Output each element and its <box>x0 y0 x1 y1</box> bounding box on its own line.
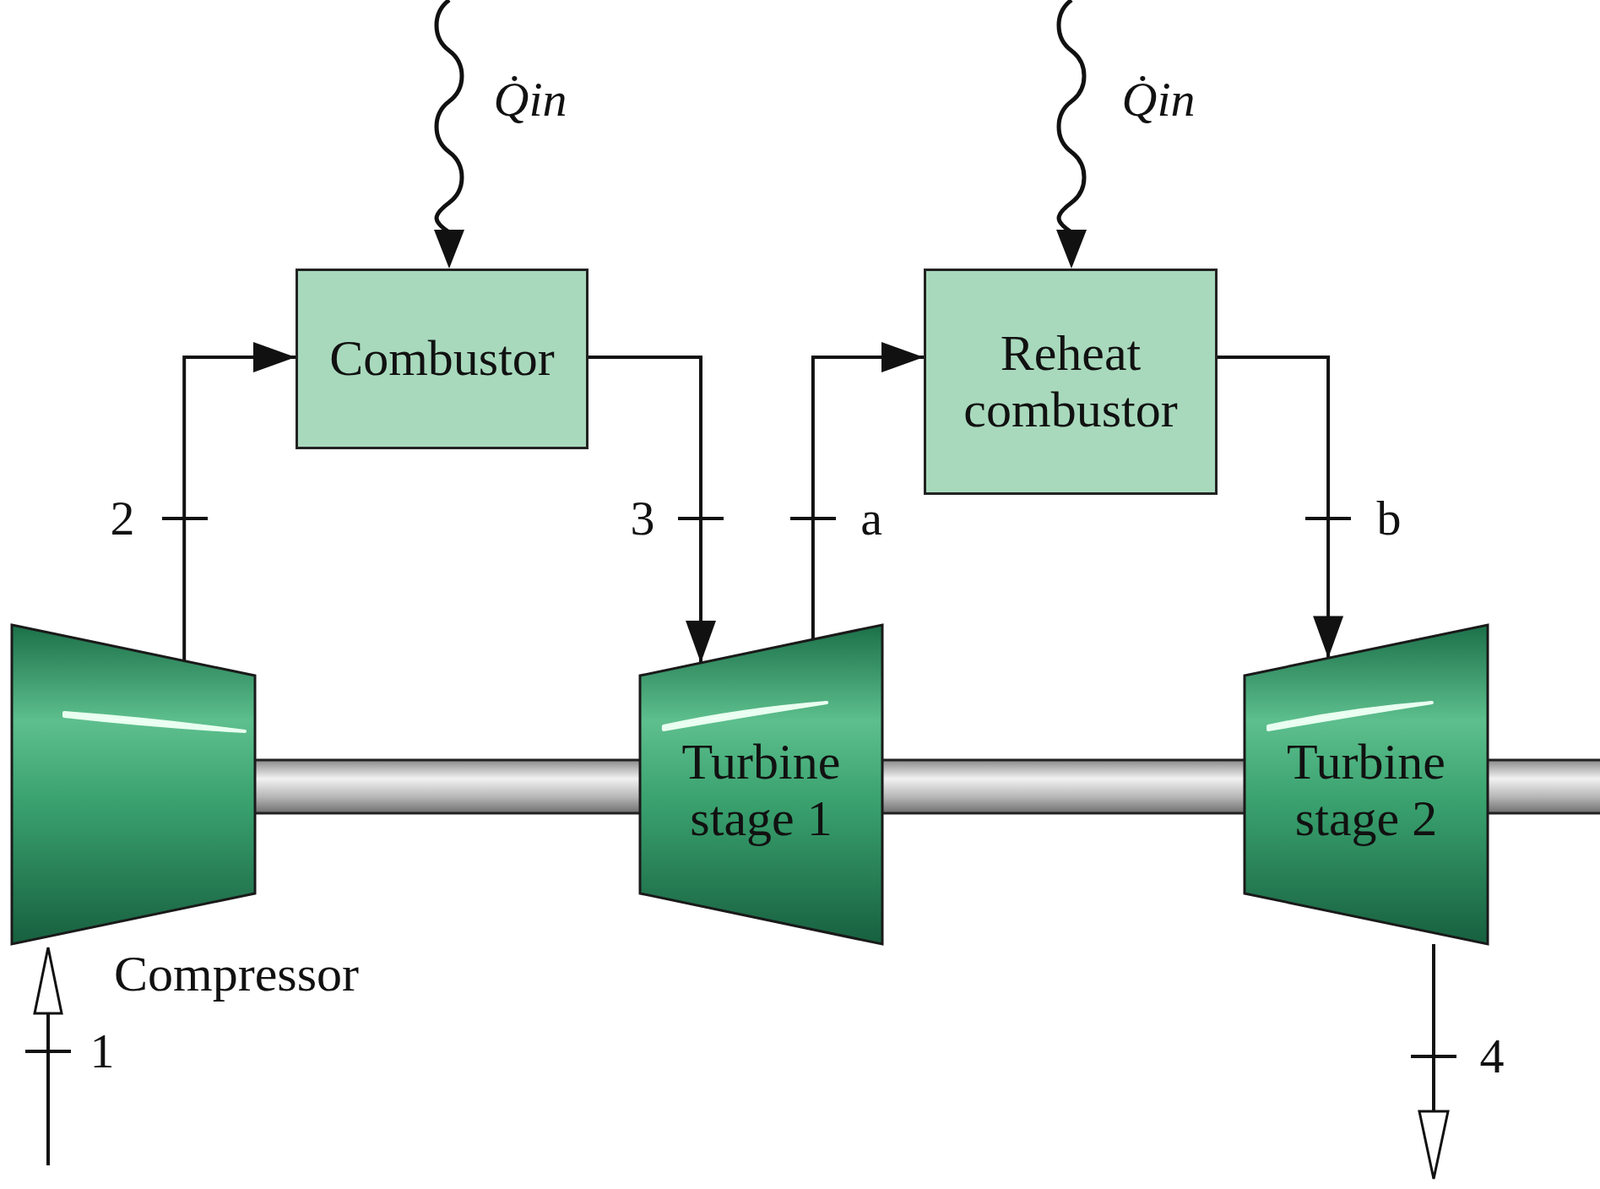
machine-body <box>640 624 883 944</box>
exhaust-open-arrow <box>1419 1111 1449 1179</box>
heat-input-arrow <box>1058 0 1085 233</box>
state-tick <box>1410 1054 1457 1058</box>
machine-body <box>1244 624 1488 944</box>
inlet-line <box>46 1013 50 1166</box>
heat-input-head <box>433 229 465 269</box>
compressor: Compressor <box>11 624 255 944</box>
state-number: 1 <box>87 1026 118 1076</box>
state-number: 2 <box>108 493 138 543</box>
highlight <box>64 712 245 732</box>
turbine-stage: Turbine stage 2 <box>1244 624 1488 944</box>
combustor-box: Reheat combustor <box>923 268 1218 495</box>
exhaust-line <box>1431 943 1436 1113</box>
flow-arrow <box>588 357 701 663</box>
compressor-shape <box>11 624 255 944</box>
highlight <box>1268 702 1432 730</box>
state-number: a <box>857 493 885 543</box>
combustor-box: Combustor <box>295 268 589 450</box>
state-tick <box>25 1049 71 1053</box>
flow-arrow <box>184 357 296 662</box>
component-label: Compressor <box>113 945 359 1003</box>
node-label: Turbine stage 2 <box>1261 733 1471 847</box>
state-number: 4 <box>1477 1031 1508 1081</box>
highlight <box>663 702 827 730</box>
heat-input-label: Q̇in <box>1119 75 1199 125</box>
turbine-stage: Turbine stage 1 <box>640 624 883 944</box>
inlet-open-arrow <box>34 947 62 1014</box>
heat-input-arrow <box>436 0 462 233</box>
node-label: Reheat combustor <box>940 325 1201 439</box>
heat-input-head <box>1056 229 1087 269</box>
heat-input-label: Q̇in <box>491 75 570 125</box>
flow-arrow <box>813 357 924 640</box>
state-number: 3 <box>628 493 658 543</box>
flow-arrow <box>1217 357 1329 658</box>
state-number: b <box>1374 493 1405 543</box>
node-label: Combustor <box>329 330 555 387</box>
node-label: Turbine stage 1 <box>656 733 866 847</box>
machine-body <box>11 624 255 944</box>
